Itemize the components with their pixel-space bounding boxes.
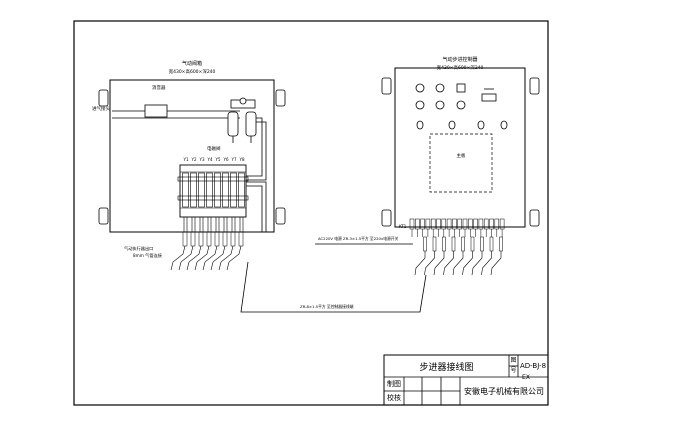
mount-bracket-icon	[275, 207, 286, 225]
solenoid-valve-icon	[182, 172, 189, 208]
air-hose	[194, 245, 210, 271]
muffler-icon	[144, 104, 168, 118]
valve-label: Y7	[231, 157, 237, 162]
muffler-label: 消音器	[152, 84, 166, 91]
valve-box: 气动阀箱 宽430×高600×深240 进气接头 消音器 电磁阀	[92, 60, 286, 271]
indicator-lamp-icon	[415, 100, 425, 110]
controller-dims: 宽430×高600×深240	[437, 64, 484, 71]
air-hose	[178, 245, 194, 271]
air-hose	[210, 245, 226, 271]
air-hose	[218, 245, 234, 271]
solenoid-valve-icon	[222, 172, 229, 208]
valve-box-dims: 宽430×高600×深240	[169, 68, 216, 75]
wire-marker-icon	[470, 236, 475, 252]
wire-marker-icon	[423, 236, 427, 252]
valve-label: Y5	[215, 157, 221, 162]
pipe-fitting-icon	[214, 231, 220, 247]
button-icon	[477, 120, 485, 130]
controller-box: 气动步进控制器 宽430×高600×深240 主板 KT1 AC220V 电源 …	[315, 56, 540, 276]
button-icon	[416, 120, 424, 130]
pipe-fitting-icon	[238, 231, 244, 247]
pipe-fitting-icon	[222, 231, 228, 247]
outlet-label-2: 8mm 气管连接	[133, 252, 163, 259]
mount-bracket-icon	[381, 209, 392, 227]
title-block	[383, 354, 549, 406]
valve-box-title: 气动阀箱	[182, 60, 202, 67]
valve-label: Y2	[191, 157, 197, 162]
indicator-lamp-icon	[415, 83, 425, 93]
air-hose	[202, 245, 218, 271]
mount-bracket-icon	[529, 77, 540, 95]
solenoid-manifold	[177, 164, 249, 218]
solenoid-valve-icon	[198, 172, 205, 208]
solenoid-valve-icon	[214, 172, 221, 208]
extra-mark: EX	[522, 373, 530, 381]
wire-marker-icon	[461, 236, 465, 252]
terminal-prefix: KT1	[399, 224, 407, 229]
mount-bracket-icon	[381, 77, 392, 95]
company-name: 安徽电子机械有限公司	[464, 386, 544, 396]
air-hose	[170, 245, 186, 271]
indicator-lamp-icon	[456, 100, 466, 110]
output-wire	[452, 251, 464, 276]
pipe-fitting-icon	[206, 231, 212, 247]
valve-label: Y3	[199, 157, 205, 162]
output-wire	[462, 251, 473, 276]
output-wire	[433, 251, 445, 276]
pipe-fitting-icon	[198, 231, 204, 247]
valve-label: Y4	[207, 157, 213, 162]
output-wire	[443, 251, 454, 276]
controller-title: 气动步进控制器	[442, 56, 477, 63]
button-icon	[500, 120, 508, 130]
air-hose	[226, 245, 242, 271]
filter-regulator-icon	[227, 97, 257, 143]
plc-label: 主板	[457, 152, 466, 159]
drawing-number: AD-BJ-8	[519, 362, 547, 370]
output-wire	[481, 251, 492, 276]
output-wire	[471, 251, 483, 276]
air-hose	[186, 245, 202, 271]
air-inlet-label: 进气接头	[92, 105, 110, 112]
outlet-label-1: 气动执行器出口	[124, 245, 153, 252]
display-icon	[481, 93, 497, 102]
solenoid-valve-icon	[206, 172, 213, 208]
button-icon	[448, 120, 456, 130]
designed-label: 制图	[387, 380, 401, 388]
output-wire	[490, 251, 502, 276]
mount-bracket-icon	[529, 209, 540, 227]
wire-marker-icon	[499, 236, 503, 252]
wire-marker-icon	[489, 236, 494, 252]
drawing-no-label: 图号	[510, 357, 517, 374]
cable-note: ZR-8×1.5平方 至控制器接线端	[300, 304, 354, 309]
drawing-border	[73, 20, 549, 406]
pipe-fitting-icon	[190, 231, 196, 247]
checked-label: 校核	[387, 394, 401, 402]
power-note: AC220V 电源 ZR-3×1.5平方 至220v电源开关	[318, 236, 399, 241]
mount-bracket-icon	[98, 89, 109, 107]
indicator-lamp-icon	[435, 83, 445, 93]
valve-label: Y6	[223, 157, 229, 162]
plc-block	[429, 133, 493, 193]
output-wire	[424, 251, 435, 276]
manifold-label: 电磁阀	[207, 145, 221, 152]
mount-bracket-icon	[275, 89, 286, 107]
valve-label: Y8	[239, 157, 245, 162]
pipe-fitting-icon	[230, 231, 236, 247]
wire-marker-icon	[432, 236, 437, 252]
switch-icon	[456, 83, 466, 93]
drawing-title: 步进器接线图	[419, 362, 474, 373]
output-wire	[414, 251, 426, 276]
interconnect-cable	[240, 261, 427, 313]
solenoid-valve-icon	[230, 172, 237, 208]
indicator-lamp-icon	[435, 100, 445, 110]
wire-marker-icon	[442, 236, 446, 252]
valve-label: Y1	[183, 157, 189, 162]
mount-bracket-icon	[98, 207, 109, 225]
wire-marker-icon	[480, 236, 484, 252]
pipe-fitting-icon	[182, 231, 188, 247]
solenoid-valve-icon	[238, 172, 245, 208]
wire-marker-icon	[451, 236, 456, 252]
solenoid-valve-icon	[190, 172, 197, 208]
